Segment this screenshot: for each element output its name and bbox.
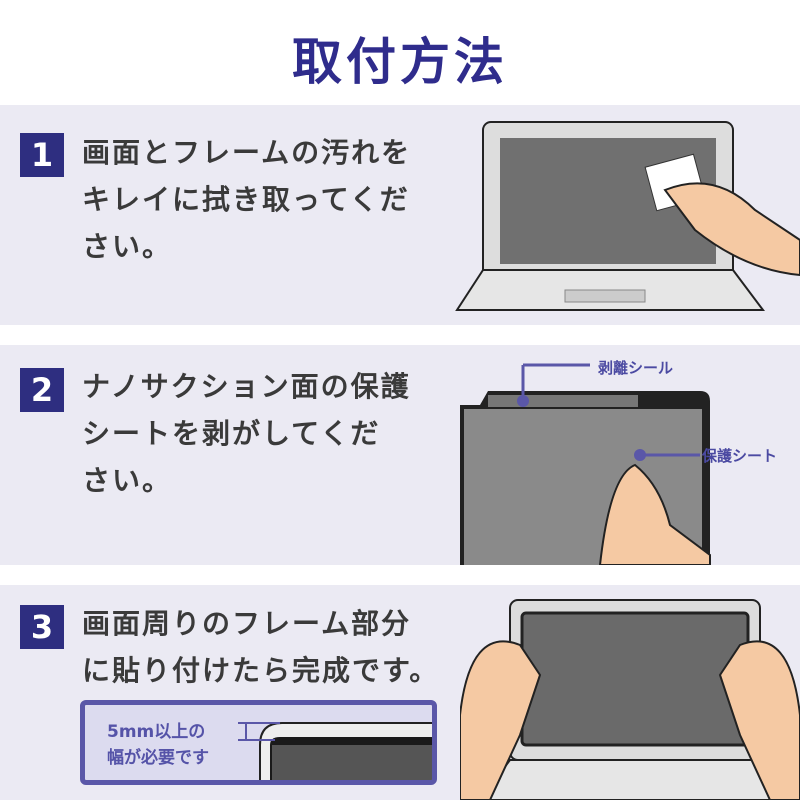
step-line: 画面周りのフレーム部分 [82, 607, 412, 640]
step-number: 2 [20, 368, 64, 412]
laptop-wipe-illustration [455, 121, 800, 311]
peel-sheet-illustration [460, 363, 711, 565]
step-text: ナノサクション面の保護 シートを剥がしてくだ さい。 [82, 363, 411, 504]
peel-seal-label: 剥離シール [598, 359, 674, 377]
attach-illustration [460, 599, 800, 800]
step-number: 1 [20, 133, 64, 177]
step-line: シートを剥がしてくだ [82, 417, 381, 450]
step-number: 3 [20, 605, 64, 649]
step-line: さい。 [82, 230, 173, 263]
step-line: に貼り付けたら完成です。 [82, 654, 440, 687]
step-line: ナノサクション面の保護 [82, 370, 411, 403]
step-line: さい。 [82, 464, 173, 497]
note-line: 5mm以上の [107, 722, 206, 742]
step-1-section: 1 画面とフレームの汚れを キレイに拭き取ってくだ さい。 [0, 105, 800, 325]
frame-width-note: 5mm以上の 幅が必要です [80, 700, 437, 785]
step-line: キレイに拭き取ってくだ [82, 183, 410, 216]
frame-detail-illustration [238, 722, 432, 780]
step-2-section: 2 ナノサクション面の保護 シートを剥がしてくだ さい。 剥離シール 保護シート [0, 345, 800, 565]
step-line: 画面とフレームの汚れを [82, 136, 412, 169]
page-title: 取付方法 [292, 33, 508, 91]
step-text: 画面周りのフレーム部分 に貼り付けたら完成です。 [82, 600, 439, 694]
note-line: 幅が必要です [107, 748, 209, 768]
protect-sheet-label: 保護シート [702, 447, 778, 465]
step-text: 画面とフレームの汚れを キレイに拭き取ってくだ さい。 [82, 129, 411, 270]
note-text: 5mm以上の 幅が必要です [107, 719, 209, 771]
